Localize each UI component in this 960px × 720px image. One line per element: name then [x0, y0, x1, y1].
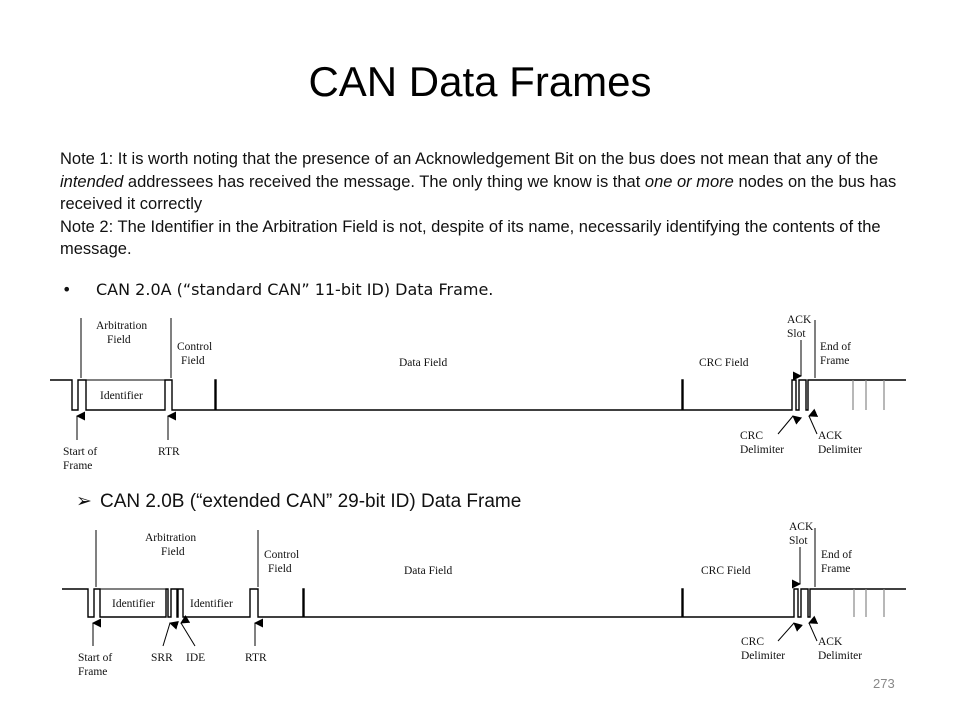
identifier-b-label: Identifier	[190, 598, 233, 610]
start-of-frame-label: Start of	[63, 446, 97, 458]
bus-signal-waveform	[62, 588, 906, 618]
bullet-dot-icon: •	[62, 280, 72, 299]
bullet-extended-can: ➢ CAN 2.0B (“extended CAN” 29-bit ID) Da…	[62, 485, 582, 519]
ack-delimiter-label: Delimiter	[818, 650, 862, 662]
page-number: 273	[873, 676, 895, 691]
slide-title: CAN Data Frames	[308, 58, 652, 105]
standard-frame-diagram: Arbitration Field Control Field Data Fie…	[50, 314, 906, 472]
bullet-extended-can-text: CAN 2.0B (“extended CAN” 29-bit ID) Data…	[100, 491, 522, 512]
bus-signal-waveform	[50, 379, 906, 411]
ack-slot-label: Slot	[789, 535, 808, 547]
arbitration-field-label: Field	[161, 546, 185, 558]
end-of-frame-label: Frame	[820, 355, 849, 367]
crc-delimiter-arrow	[777, 415, 803, 435]
extended-frame-diagram: Arbitration Field Control Field Data Fie…	[62, 521, 906, 678]
control-field-label: Field	[268, 563, 292, 575]
ack-delimiter-label: ACK	[818, 430, 843, 442]
start-of-frame-label: Start of	[78, 652, 112, 664]
identifier-a-label: Identifier	[112, 598, 155, 610]
crc-delimiter-arrow	[777, 622, 803, 642]
ide-label: IDE	[186, 652, 205, 664]
start-of-frame-label: Frame	[63, 460, 92, 472]
bullet-standard-can: • CAN 2.0A (“standard CAN” 11-bit ID) Dat…	[62, 280, 493, 299]
rtr-label: RTR	[245, 652, 267, 664]
srr-label: SRR	[151, 652, 173, 664]
ack-delimiter-label: Delimiter	[818, 444, 862, 456]
rtr-label: RTR	[158, 446, 180, 458]
crc-field-label: CRC Field	[701, 565, 751, 577]
data-field-label: Data Field	[399, 357, 447, 369]
ack-delimiter-arrow	[808, 408, 819, 435]
identifier-label: Identifier	[100, 390, 143, 402]
data-field-label: Data Field	[404, 565, 452, 577]
crc-field-label: CRC Field	[699, 357, 749, 369]
crc-delimiter-label: CRC	[740, 430, 763, 442]
ack-delimiter-arrow	[808, 615, 819, 642]
crc-delimiter-label: CRC	[741, 636, 764, 648]
crc-delimiter-label: Delimiter	[740, 444, 784, 456]
start-of-frame-label: Frame	[78, 666, 107, 678]
control-field-label: Control	[264, 549, 299, 561]
arbitration-field-label: Arbitration	[96, 320, 147, 332]
note-2: Note 2: The Identifier in the Arbitratio…	[60, 217, 881, 259]
bullet-standard-can-text: CAN 2.0A (“standard CAN” 11-bit ID) Data…	[96, 280, 494, 299]
crc-delimiter-label: Delimiter	[741, 650, 785, 662]
arrow-bullet-icon: ➢	[76, 491, 92, 512]
control-field-label: Field	[181, 355, 205, 367]
control-field-label: Control	[177, 341, 212, 353]
ide-arrow	[180, 614, 196, 647]
ack-slot-label: ACK	[789, 521, 814, 533]
notes-block: Note 1: It is worth noting that the pres…	[60, 148, 900, 261]
end-of-frame-label: End of	[821, 549, 852, 561]
ack-slot-label: ACK	[787, 314, 812, 326]
srr-arrow	[162, 621, 179, 647]
ack-delimiter-label: ACK	[818, 636, 843, 648]
arbitration-field-label: Arbitration	[145, 532, 196, 544]
note-1: Note 1: It is worth noting that the pres…	[60, 150, 897, 213]
end-of-frame-label: End of	[820, 341, 851, 353]
end-of-frame-label: Frame	[821, 563, 850, 575]
ack-slot-label: Slot	[787, 328, 806, 340]
arbitration-field-label: Field	[107, 334, 131, 346]
